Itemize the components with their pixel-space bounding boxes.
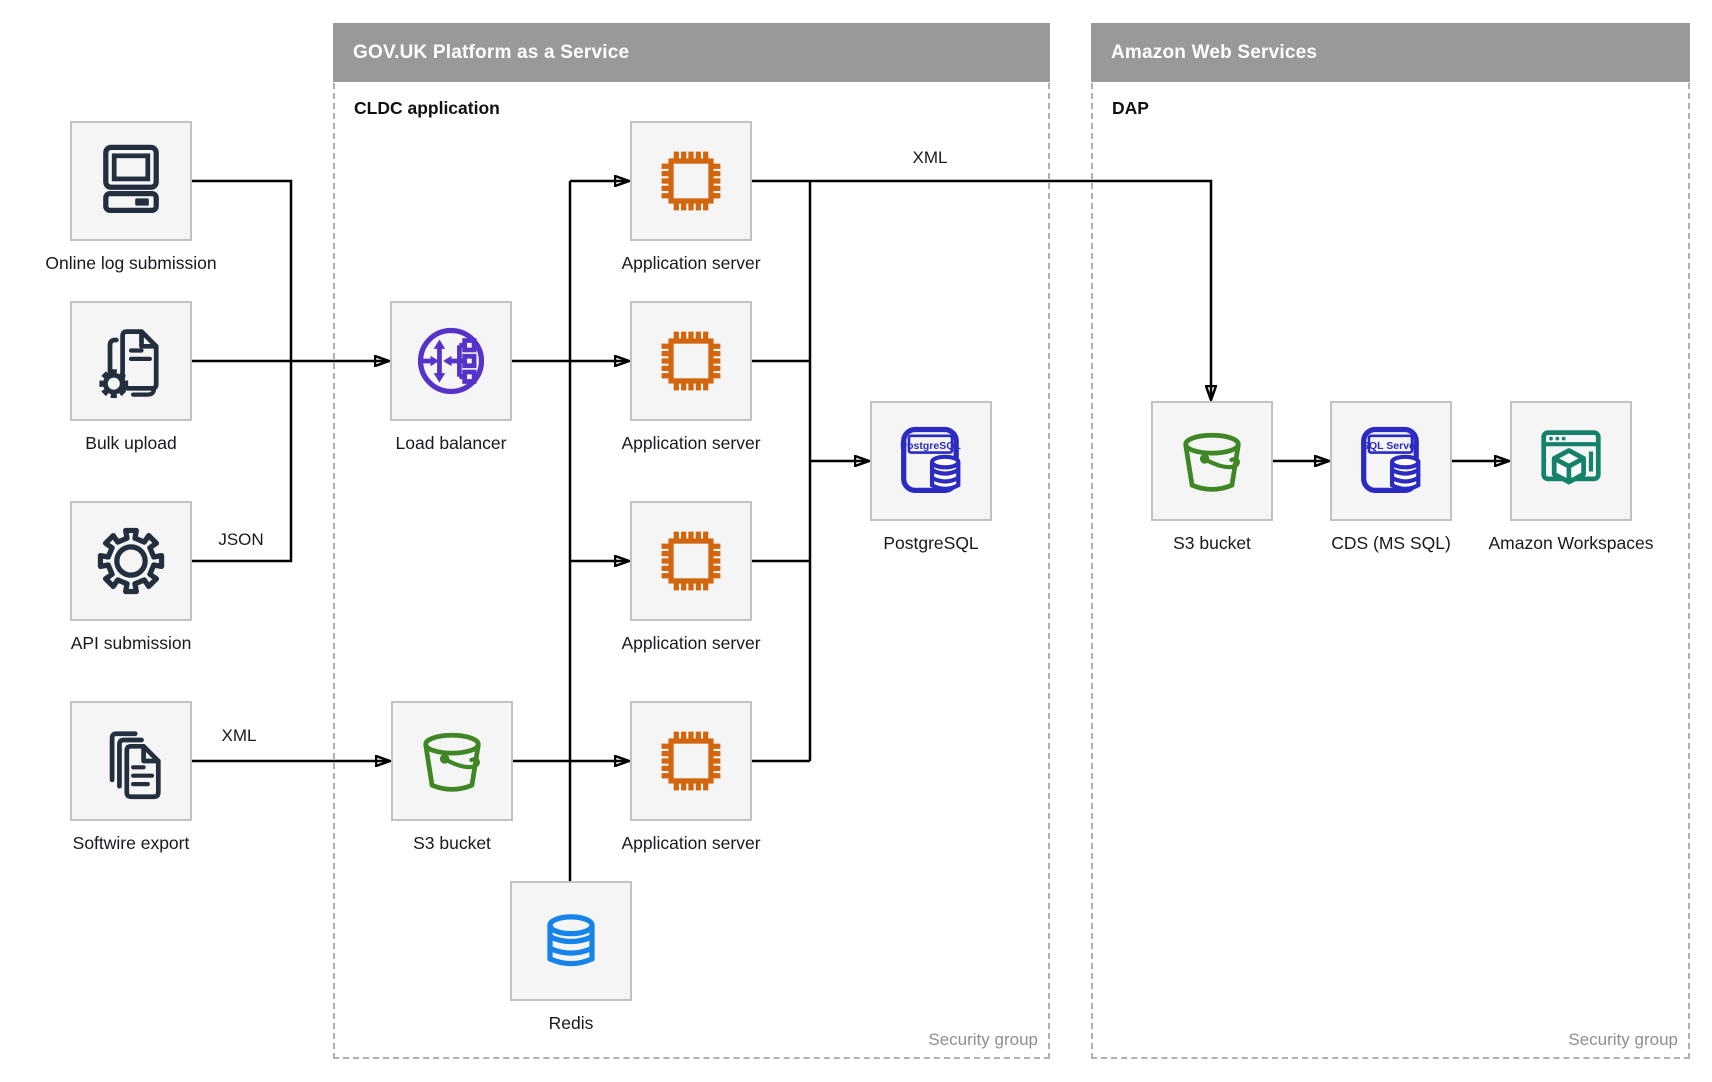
node-label: Application server	[621, 833, 761, 853]
node-online-log-submission	[70, 121, 192, 241]
node-label: PostgreSQL	[883, 533, 979, 553]
node-label: Load balancer	[395, 433, 507, 453]
aws-subtitle: DAP	[1112, 98, 1149, 118]
gear-icon	[97, 527, 165, 595]
node-amazon-workspaces	[1510, 401, 1632, 521]
node-application-server-1	[630, 121, 752, 241]
chip-icon	[661, 331, 721, 391]
node-application-server-3	[630, 501, 752, 621]
sql-server-icon: SQL Server	[1361, 426, 1421, 494]
paas-security-group-container: GOV.UK Platform as a Service CLDC applic…	[333, 23, 1050, 1059]
paas-header: GOV.UK Platform as a Service	[333, 23, 1050, 82]
node-load-balancer	[390, 301, 512, 421]
s3-bucket-icon	[1183, 432, 1241, 492]
chip-icon	[661, 531, 721, 591]
node-application-server-2	[630, 301, 752, 421]
document-gear-icon	[99, 329, 159, 399]
paas-security-group-label: Security group	[928, 1030, 1038, 1049]
computer-icon	[103, 144, 159, 214]
node-api-submission	[70, 501, 192, 621]
aws-security-group-label: Security group	[1568, 1030, 1678, 1049]
node-label: Redis	[548, 1013, 594, 1033]
node-label: S3 bucket	[413, 833, 491, 853]
node-label: Softwire export	[72, 833, 190, 853]
edge-label-xml-top: XML	[912, 148, 948, 167]
node-label: CDS (MS SQL)	[1331, 533, 1451, 553]
paas-subtitle: CLDC application	[354, 98, 500, 118]
documents-stack-icon	[109, 731, 161, 800]
node-label: S3 bucket	[1173, 533, 1251, 553]
aws-header: Amazon Web Services	[1091, 23, 1690, 82]
node-application-server-4	[630, 701, 752, 821]
chip-icon	[661, 731, 721, 791]
s3-bucket-icon	[423, 732, 481, 792]
node-postgresql: PostgreSQL	[870, 401, 992, 521]
node-bulk-upload	[70, 301, 192, 421]
aws-security-group-container: Amazon Web Services DAP Security group	[1091, 23, 1690, 1059]
load-balancer-icon	[417, 327, 485, 395]
node-softwire-export	[70, 701, 192, 821]
redis-database-icon	[547, 914, 595, 967]
node-label: Application server	[621, 253, 761, 273]
postgresql-icon: PostgreSQL	[900, 426, 961, 494]
chip-icon	[661, 151, 721, 211]
node-redis	[510, 881, 632, 1001]
node-cds-ms-sql: SQL Server	[1330, 401, 1452, 521]
edge-label-json: JSON	[218, 530, 264, 549]
paas-title: GOV.UK Platform as a Service	[353, 41, 630, 63]
node-s3-bucket-aws	[1151, 401, 1273, 521]
workspaces-icon	[1541, 430, 1601, 485]
node-label: Bulk upload	[85, 433, 177, 453]
edge-label-xml-left: XML	[221, 726, 257, 745]
node-label: Amazon Workspaces	[1488, 533, 1654, 553]
sql-server-icon-text: SQL Server	[1362, 440, 1419, 452]
node-label: Application server	[621, 633, 761, 653]
postgresql-icon-text: PostgreSQL	[900, 440, 961, 452]
aws-title: Amazon Web Services	[1111, 41, 1318, 63]
node-label: Application server	[621, 433, 761, 453]
node-label: API submission	[70, 633, 192, 653]
node-label: Online log submission	[45, 253, 217, 273]
node-s3-bucket-paas	[391, 701, 513, 821]
